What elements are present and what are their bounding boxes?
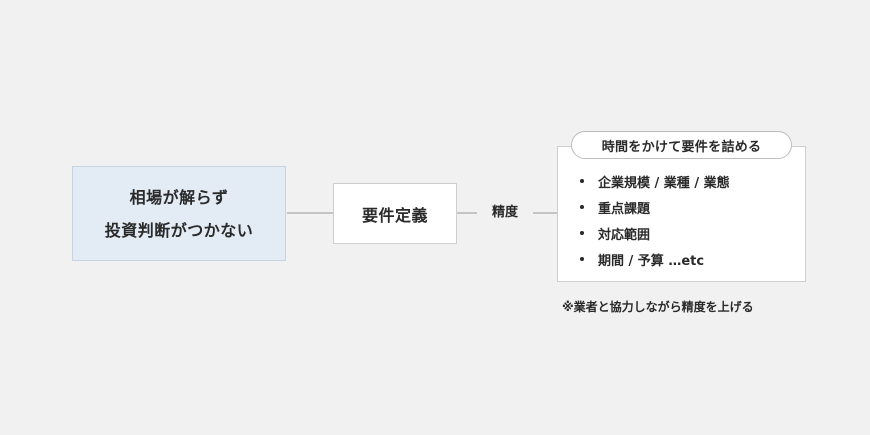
connector-problem-to-requirement bbox=[287, 212, 333, 214]
detail-item-text: 期間 / 予算 …etc bbox=[598, 253, 705, 269]
detail-list-item: 重点課題 bbox=[580, 194, 730, 220]
requirement-definition-label: 要件定義 bbox=[361, 205, 428, 225]
bullet-icon bbox=[580, 179, 584, 183]
connector-requirement-to-precision bbox=[457, 212, 477, 214]
bullet-icon bbox=[580, 231, 584, 235]
detail-list-item: 企業規模 / 業種 / 業態 bbox=[580, 168, 730, 194]
detail-list-item: 対応範囲 bbox=[580, 220, 730, 246]
footnote: ※業者と協力しながら精度を上げる bbox=[562, 300, 754, 314]
problem-line-2: 投資判断がつかない bbox=[104, 220, 254, 240]
problem-line-1: 相場が解らず bbox=[129, 187, 229, 207]
detail-box bbox=[557, 146, 806, 282]
precision-label: 精度 bbox=[491, 205, 518, 220]
problem-box: 相場が解らず 投資判断がつかない bbox=[72, 166, 286, 261]
detail-header-label: 時間をかけて要件を詰める bbox=[601, 139, 762, 155]
bullet-icon bbox=[580, 205, 584, 209]
connector-precision-to-detail bbox=[533, 212, 557, 214]
detail-header-pill: 時間をかけて要件を詰める bbox=[571, 131, 792, 159]
detail-list-item: 期間 / 予算 …etc bbox=[580, 246, 730, 272]
detail-item-text: 企業規模 / 業種 / 業態 bbox=[598, 175, 730, 191]
detail-item-text: 重点課題 bbox=[598, 201, 651, 217]
detail-item-text: 対応範囲 bbox=[598, 227, 651, 243]
requirement-definition-box: 要件定義 bbox=[333, 183, 457, 244]
bullet-icon bbox=[580, 257, 584, 261]
detail-list: 企業規模 / 業種 / 業態 重点課題 対応範囲 期間 / 予算 …etc bbox=[580, 168, 730, 272]
